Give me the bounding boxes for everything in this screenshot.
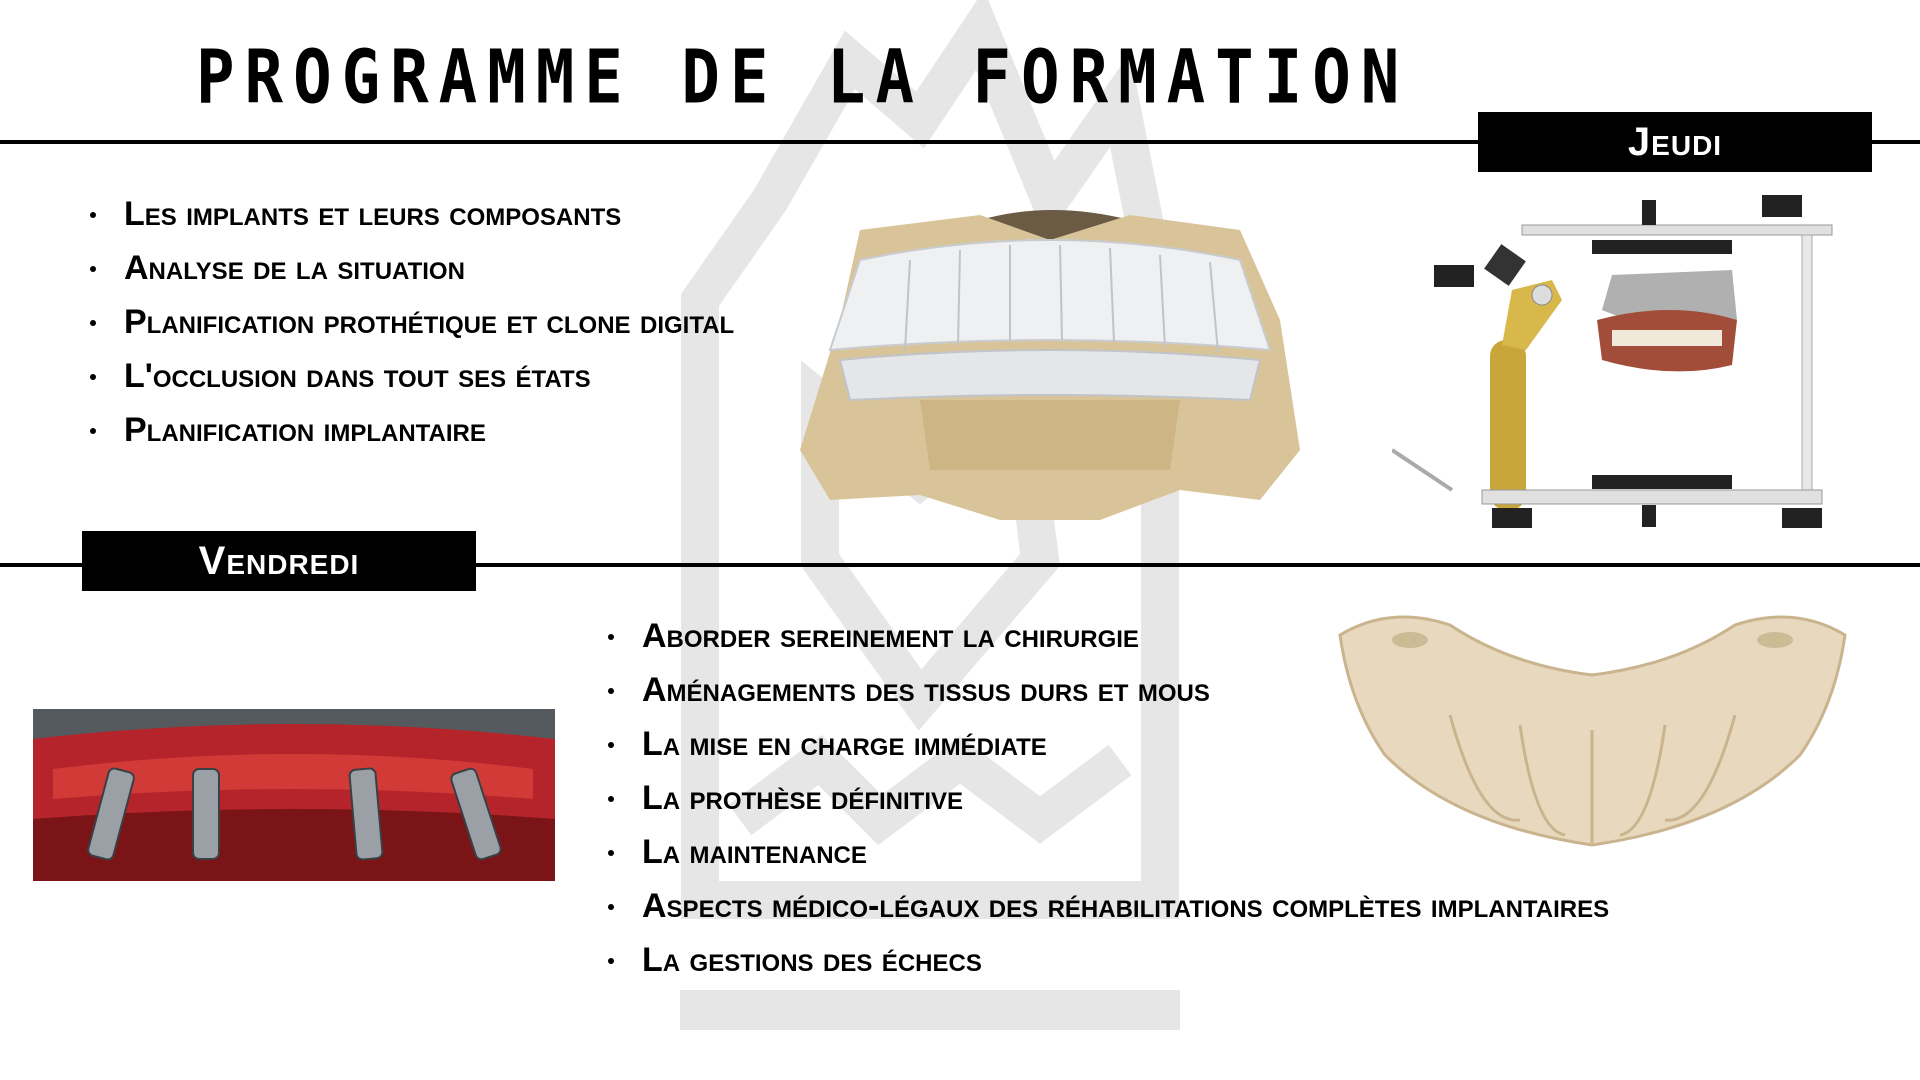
page-title: PROGRAMME DE LA FORMATION	[196, 36, 1410, 122]
jeudi-list: Les implants et leurs composants Analyse…	[90, 187, 734, 457]
list-item: L'occlusion dans tout ses états	[90, 349, 734, 403]
implant-bridge-prosthesis	[1338, 615, 1847, 847]
list-item: Analyse de la situation	[90, 241, 734, 295]
list-item: Les implants et leurs composants	[90, 187, 734, 241]
list-item: Planification prothétique et clone digit…	[90, 295, 734, 349]
list-item: Aborder sereinement la chirurgie	[608, 609, 1609, 663]
vendredi-label: Vendredi	[82, 531, 476, 591]
list-item: La mise en charge immédiate	[608, 717, 1609, 771]
jeudi-label: Jeudi	[1478, 112, 1872, 172]
vendredi-list: Aborder sereinement la chirurgie Aménage…	[608, 609, 1609, 987]
list-item: Aménagements des tissus durs et mous	[608, 663, 1609, 717]
list-item: Aspects médico-légaux des réhabilitation…	[608, 879, 1609, 933]
jeudi-label-text: Jeudi	[1627, 119, 1723, 164]
divider-middle	[0, 563, 1920, 567]
divider-top	[0, 140, 1920, 144]
vendredi-label-text: Vendredi	[198, 538, 360, 583]
digital-dental-model	[800, 210, 1300, 520]
list-item: La gestions des échecs	[608, 933, 1609, 987]
virtual-articulator	[1392, 195, 1833, 528]
list-item: Planification implantaire	[90, 403, 734, 457]
list-item: La prothèse définitive	[608, 771, 1609, 825]
list-item: La maintenance	[608, 825, 1609, 879]
surgical-implants-photo	[33, 709, 555, 881]
